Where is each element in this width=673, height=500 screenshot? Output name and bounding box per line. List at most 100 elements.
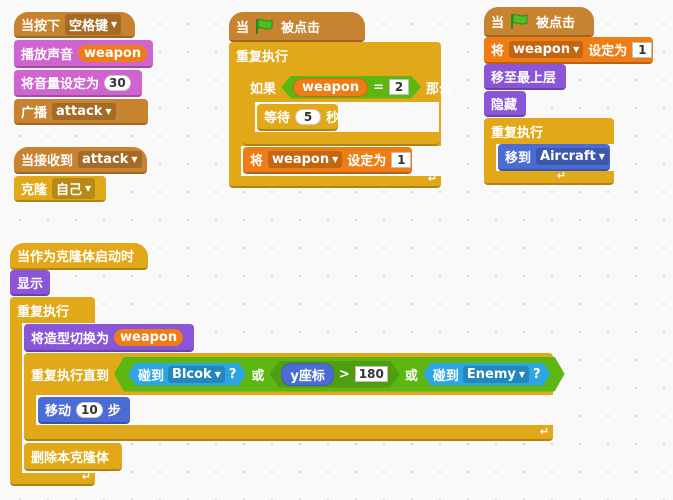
clone-block[interactable]: 克隆 自己▼ (14, 176, 106, 202)
steps-label: 步 (107, 404, 121, 419)
loop-arrow-icon: ↵ (539, 425, 549, 438)
move-steps-input[interactable]: 10 (76, 401, 103, 418)
chevron-down-icon: ▼ (332, 155, 339, 164)
greater-than-operator[interactable]: y座标 > 180 (269, 361, 399, 388)
hide-label: 隐藏 (491, 97, 518, 113)
set-label: 将 (250, 154, 264, 169)
set-variable-block[interactable]: 将 weapon▼ 设定为 1 (243, 147, 412, 174)
when-flag-clicked-block-2[interactable]: 当 被点击 (484, 7, 594, 37)
equals-value-input[interactable]: 2 (389, 79, 409, 95)
repeat-until-label: 重复执行直到 (31, 368, 110, 384)
repeat-until-header: 重复执行直到 碰到 Blcok▼ ? 或 y座标 > 180 或 碰到 Enem… (24, 353, 572, 395)
when-start-as-clone-block[interactable]: 当作为克隆体启动时 (10, 243, 148, 270)
delete-clone-block[interactable]: 删除本克隆体 (24, 443, 122, 471)
clone-dropdown[interactable]: 自己▼ (52, 177, 96, 199)
set-value-input[interactable]: 1 (391, 151, 412, 168)
or-operator[interactable]: 碰到 Blcok▼ ? 或 y座标 > 180 或 碰到 Enemy▼ ? (114, 357, 565, 392)
show-block[interactable]: 显示 (10, 270, 50, 296)
variable-dropdown-2[interactable]: weapon▼ (509, 41, 584, 58)
move-steps-block[interactable]: 移动 10 步 (38, 397, 130, 424)
clicked-label: 被点击 (281, 20, 321, 36)
wait-seconds-input[interactable]: 5 (295, 108, 322, 125)
receive-dropdown[interactable]: attack▼ (78, 151, 142, 168)
when-clone-label: 当作为克隆体启动时 (17, 250, 135, 265)
y-position-reporter[interactable]: y座标 (281, 363, 333, 386)
variable-name-2: weapon (513, 42, 571, 57)
hide-block[interactable]: 隐藏 (484, 91, 526, 117)
chevron-down-icon: ▼ (105, 106, 112, 116)
seconds-label: 秒 (326, 111, 340, 126)
set-to-label: 设定为 (347, 154, 387, 169)
equals-sign: = (373, 79, 385, 95)
set-volume-label: 将音量设定为 (21, 77, 100, 92)
loop-arrow-icon: ↵ (556, 169, 566, 182)
go-to-dropdown[interactable]: Aircraft▼ (536, 148, 609, 165)
forever-label-3: 重复执行 (17, 304, 70, 320)
or-label-1: 或 (251, 368, 265, 384)
chevron-down-icon: ▼ (111, 19, 118, 29)
broadcast-label: 广播 (21, 105, 48, 121)
broadcast-dropdown[interactable]: attack▼ (52, 102, 116, 120)
move-label: 移动 (45, 404, 72, 419)
set-value-input-2[interactable]: 1 (632, 41, 653, 58)
touching-dropdown-1[interactable]: Blcok▼ (168, 366, 225, 383)
when-receive-label: 当接收到 (21, 154, 74, 169)
equals-operator[interactable]: weapon = 2 (281, 76, 421, 99)
play-sound-block[interactable]: 播放声音 weapon (14, 40, 153, 68)
chevron-down-icon: ▼ (518, 369, 526, 379)
clicked-label-2: 被点击 (536, 15, 576, 31)
go-to-label: 移到 (505, 151, 532, 166)
when-key-pressed-label: 当按下 (21, 18, 61, 34)
costume-value: weapon (120, 329, 178, 345)
switch-costume-block[interactable]: 将造型切换为 weapon (24, 324, 194, 352)
touching-block-1[interactable]: 碰到 Blcok▼ ? (128, 363, 246, 386)
chevron-down-icon: ▼ (214, 369, 221, 379)
weapon-variable[interactable]: weapon (293, 78, 368, 97)
touching-target-2: Enemy (466, 366, 516, 382)
green-flag-icon (511, 14, 528, 29)
touching-label-1: 碰到 (138, 368, 165, 384)
go-to-front-block[interactable]: 移至最上层 (484, 64, 566, 90)
when-flag-clicked-block[interactable]: 当 被点击 (229, 12, 365, 42)
receive-message: attack (82, 152, 129, 167)
or-label-2: 或 (404, 368, 418, 384)
sound-value: weapon (84, 45, 142, 61)
touching-label-2: 碰到 (432, 368, 459, 384)
set-variable-block-2[interactable]: 将 weapon▼ 设定为 1 (484, 37, 653, 64)
then-label: 那么 (426, 81, 453, 97)
loop-arrow-icon: ↵ (427, 172, 437, 185)
forever-label-2: 重复执行 (491, 125, 544, 141)
key-value: 空格键 (69, 18, 109, 34)
if-label: 如果 (250, 81, 277, 97)
when-label-2: 当 (491, 15, 505, 31)
greater-than-sign: > (338, 366, 350, 382)
chevron-down-icon: ▼ (598, 152, 605, 161)
chevron-down-icon: ▼ (85, 183, 92, 193)
touching-dropdown-2[interactable]: Enemy▼ (463, 366, 529, 383)
clone-label: 克隆 (21, 182, 48, 198)
set-to-label-2: 设定为 (588, 44, 628, 59)
chevron-down-icon: ▼ (131, 155, 138, 164)
variable-name: weapon (272, 152, 330, 167)
clone-target: 自己 (56, 182, 83, 198)
when-receive-block[interactable]: 当接收到 attack▼ (14, 147, 147, 174)
show-label: 显示 (17, 276, 44, 292)
sound-dropdown[interactable]: weapon (78, 44, 148, 62)
touching-block-2[interactable]: 碰到 Enemy▼ ? (423, 363, 551, 386)
broadcast-message: attack (56, 103, 103, 119)
if-header: 如果 weapon = 2 那么 (243, 72, 459, 102)
greater-than-value-input[interactable]: 180 (355, 366, 388, 382)
variable-dropdown[interactable]: weapon▼ (268, 151, 343, 168)
touching-target-1: Blcok (172, 366, 212, 382)
broadcast-block[interactable]: 广播 attack▼ (14, 99, 148, 125)
chevron-down-icon: ▼ (573, 45, 580, 54)
volume-input[interactable]: 30 (104, 74, 131, 91)
when-key-pressed-block[interactable]: 当按下 空格键▼ (14, 12, 135, 38)
wait-block[interactable]: 等待 5 秒 (257, 104, 340, 131)
set-volume-block[interactable]: 将音量设定为 30 (14, 70, 142, 97)
go-to-target: Aircraft (540, 149, 596, 164)
forever-header: 重复执行 (229, 42, 295, 68)
costume-dropdown[interactable]: weapon (114, 328, 184, 346)
key-dropdown[interactable]: 空格键▼ (65, 13, 122, 35)
go-to-block[interactable]: 移到 Aircraft▼ (498, 144, 610, 171)
